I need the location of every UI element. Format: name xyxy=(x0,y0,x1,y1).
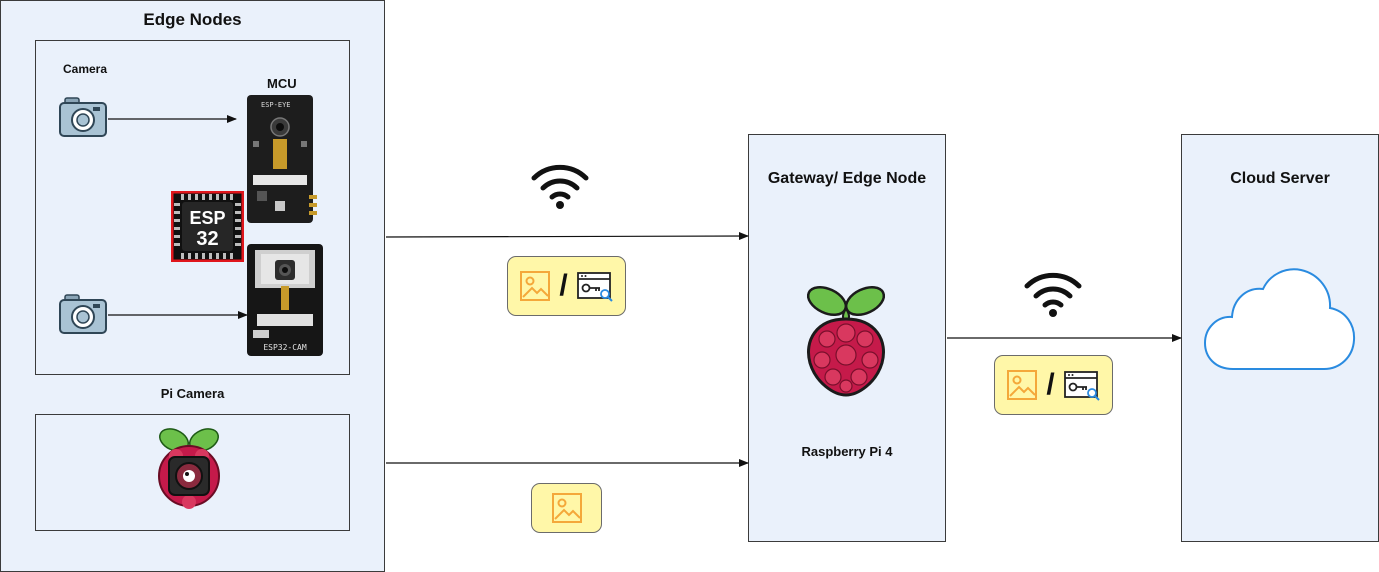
wifi-icon xyxy=(1023,270,1083,318)
camera-icon xyxy=(58,294,108,336)
wifi-icon xyxy=(530,162,590,210)
pi-camera-label: Pi Camera xyxy=(160,386,225,401)
cloud-server-title: Cloud Server xyxy=(1230,170,1330,187)
edge-to-gateway-upper-arrow xyxy=(385,232,749,241)
esp32-chip-bottom-text: 32 xyxy=(196,228,218,250)
raspberry-pi-icon xyxy=(800,283,892,398)
image-or-feature-payload-badge: / xyxy=(507,256,626,316)
image-icon xyxy=(1006,369,1038,401)
payload-separator: / xyxy=(559,269,568,302)
esp32-chip-top-text: ESP xyxy=(189,208,225,228)
image-icon xyxy=(551,492,583,524)
payload-separator: / xyxy=(1046,368,1055,401)
camera-label: Camera xyxy=(63,62,108,76)
cloud-icon xyxy=(1203,266,1357,372)
esp32-chip-icon: ESP 32 xyxy=(171,191,244,262)
image-icon xyxy=(519,270,551,302)
esp32-cam-board-icon: ESP32-CAM xyxy=(247,244,323,358)
key-window-icon xyxy=(1063,369,1101,401)
mcu-label: MCU xyxy=(267,76,297,91)
key-window-icon xyxy=(576,270,614,302)
gateway-to-cloud-payload-badge: / xyxy=(994,355,1113,415)
esp32-cam-board-text: ESP32-CAM xyxy=(263,343,307,352)
gateway-title: Gateway/ Edge Node xyxy=(767,170,927,187)
edge-nodes-title: Edge Nodes xyxy=(143,10,242,29)
pi-camera-icon xyxy=(152,424,226,514)
raspberry-pi-4-label: Raspberry Pi 4 xyxy=(801,444,893,459)
image-payload-badge xyxy=(531,483,602,533)
esp-eye-board-text: ESP-EYE xyxy=(261,101,291,109)
camera-icon xyxy=(58,97,108,139)
esp-eye-board-icon: ESP-EYE xyxy=(247,95,319,225)
